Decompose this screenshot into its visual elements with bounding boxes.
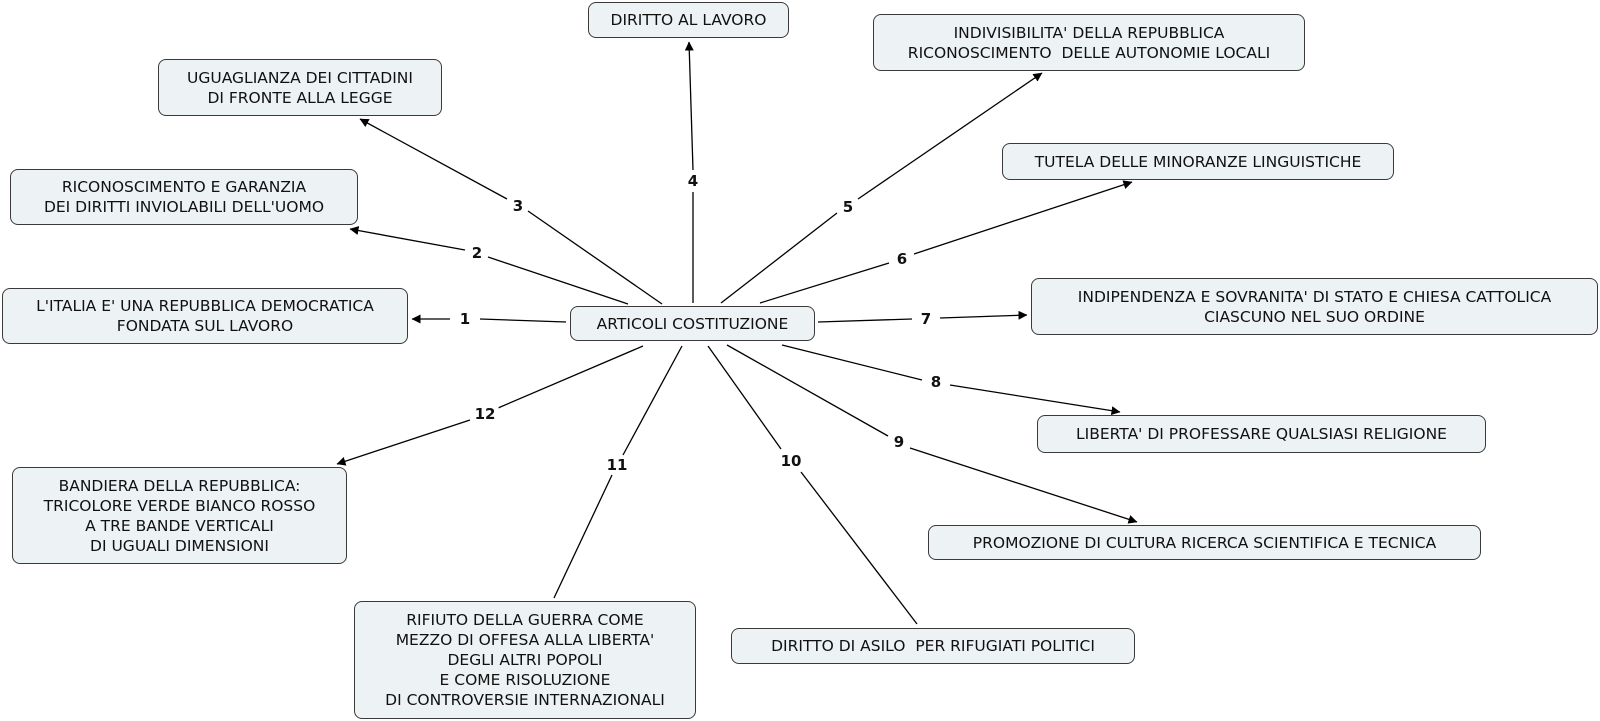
connector-line-article-2-start <box>487 256 629 305</box>
concept-label-article-4: DIRITTO AL LAVORO <box>610 11 767 29</box>
concept-node-article-5[interactable]: INDIVISIBILITA' DELLA REPUBBLICA RICONOS… <box>873 14 1305 71</box>
connector-line-article-4-end <box>684 41 694 171</box>
concept-label-article-7: INDIPENDENZA E SOVRANITA' DI STATO E CHI… <box>1077 287 1552 326</box>
concept-node-article-8[interactable]: LIBERTA' DI PROFESSARE QUALSIASI RELIGIO… <box>1037 415 1486 453</box>
connector-line-article-1-start <box>479 318 567 323</box>
connector-line-article-7-end <box>939 310 1028 320</box>
concept-label-article-6: TUTELA DELLE MINORANZE LINGUISTICHE <box>1034 152 1362 171</box>
connector-line-article-12-start <box>497 345 644 409</box>
connector-line-article-11-end <box>553 474 613 599</box>
connector-line-article-6-end <box>913 180 1133 255</box>
connector-line-article-9-end <box>909 447 1138 524</box>
connector-line-article-12-end <box>336 419 471 466</box>
concept-label-article-9: PROMOZIONE DI CULTURA RICERCA SCIENTIFIC… <box>972 533 1437 552</box>
concept-label-article-8: LIBERTA' DI PROFESSARE QUALSIASI RELIGIO… <box>1076 425 1447 443</box>
concept-node-article-12[interactable]: BANDIERA DELLA REPUBBLICA: TRICOLORE VER… <box>12 467 347 564</box>
concept-label-article-3: UGUAGLIANZA DEI CITTADINI DI FRONTE ALLA… <box>187 68 413 107</box>
concept-label-article-10: DIRITTO DI ASILO PER RIFUGIATI POLITICI <box>771 637 1095 655</box>
central-concept-label: ARTICOLI COSTITUZIONE <box>596 314 789 333</box>
link-label-article-8: 8 <box>927 373 945 391</box>
concept-node-article-4[interactable]: DIRITTO AL LAVORO <box>588 2 789 38</box>
connector-line-article-10-start <box>707 345 782 450</box>
connector-line-article-10-end <box>800 471 918 625</box>
link-label-article-7: 7 <box>917 310 935 328</box>
central-concept-node[interactable]: ARTICOLI COSTITUZIONE <box>570 306 815 341</box>
link-label-article-11: 11 <box>603 456 631 474</box>
link-label-article-1: 1 <box>456 310 474 328</box>
concept-label-article-2: RICONOSCIMENTO E GARANZIA DEI DIRITTI IN… <box>43 178 325 216</box>
link-label-article-12: 12 <box>471 405 499 423</box>
link-label-article-2: 2 <box>468 244 486 262</box>
concept-node-article-6[interactable]: TUTELA DELLE MINORANZE LINGUISTICHE <box>1002 143 1394 180</box>
connector-line-article-9-start <box>726 344 889 437</box>
link-label-article-4: 4 <box>684 172 702 190</box>
concept-node-article-9[interactable]: PROMOZIONE DI CULTURA RICERCA SCIENTIFIC… <box>928 525 1481 560</box>
connector-line-article-3-end <box>359 118 508 200</box>
concept-node-article-10[interactable]: DIRITTO DI ASILO PER RIFUGIATI POLITICI <box>731 628 1135 664</box>
connector-line-article-3-start <box>527 210 663 305</box>
concept-node-article-3[interactable]: UGUAGLIANZA DEI CITTADINI DI FRONTE ALLA… <box>158 59 442 116</box>
connector-line-article-5-end <box>857 72 1043 200</box>
connector-line-article-6-start <box>759 262 890 304</box>
connector-line-article-7-start <box>817 318 913 323</box>
concept-label-article-12: BANDIERA DELLA REPUBBLICA: TRICOLORE VER… <box>43 476 316 555</box>
link-label-article-3: 3 <box>509 197 527 215</box>
concept-node-article-7[interactable]: INDIPENDENZA E SOVRANITA' DI STATO E CHI… <box>1031 278 1598 335</box>
connector-line-article-2-end <box>349 226 466 251</box>
link-label-article-9: 9 <box>890 433 908 451</box>
concept-label-article-5: INDIVISIBILITA' DELLA REPUBBLICA RICONOS… <box>907 23 1271 62</box>
concept-label-article-1: L'ITALIA E' UNA REPUBBLICA DEMOCRATICA F… <box>36 297 374 335</box>
connector-line-article-11-start <box>622 345 683 456</box>
concept-node-article-2[interactable]: RICONOSCIMENTO E GARANZIA DEI DIRITTI IN… <box>10 169 358 225</box>
connector-line-article-8-start <box>781 344 923 381</box>
connector-line-article-5-start <box>720 212 838 304</box>
link-label-article-5: 5 <box>839 198 857 216</box>
link-label-article-10: 10 <box>777 452 805 470</box>
concept-label-article-11: RIFIUTO DELLA GUERRA COME MEZZO DI OFFES… <box>385 611 665 709</box>
link-label-article-6: 6 <box>893 250 911 268</box>
connector-line-article-8-end <box>949 384 1121 416</box>
concept-node-article-11[interactable]: RIFIUTO DELLA GUERRA COME MEZZO DI OFFES… <box>354 601 696 719</box>
concept-node-article-1[interactable]: L'ITALIA E' UNA REPUBBLICA DEMOCRATICA F… <box>2 288 408 344</box>
